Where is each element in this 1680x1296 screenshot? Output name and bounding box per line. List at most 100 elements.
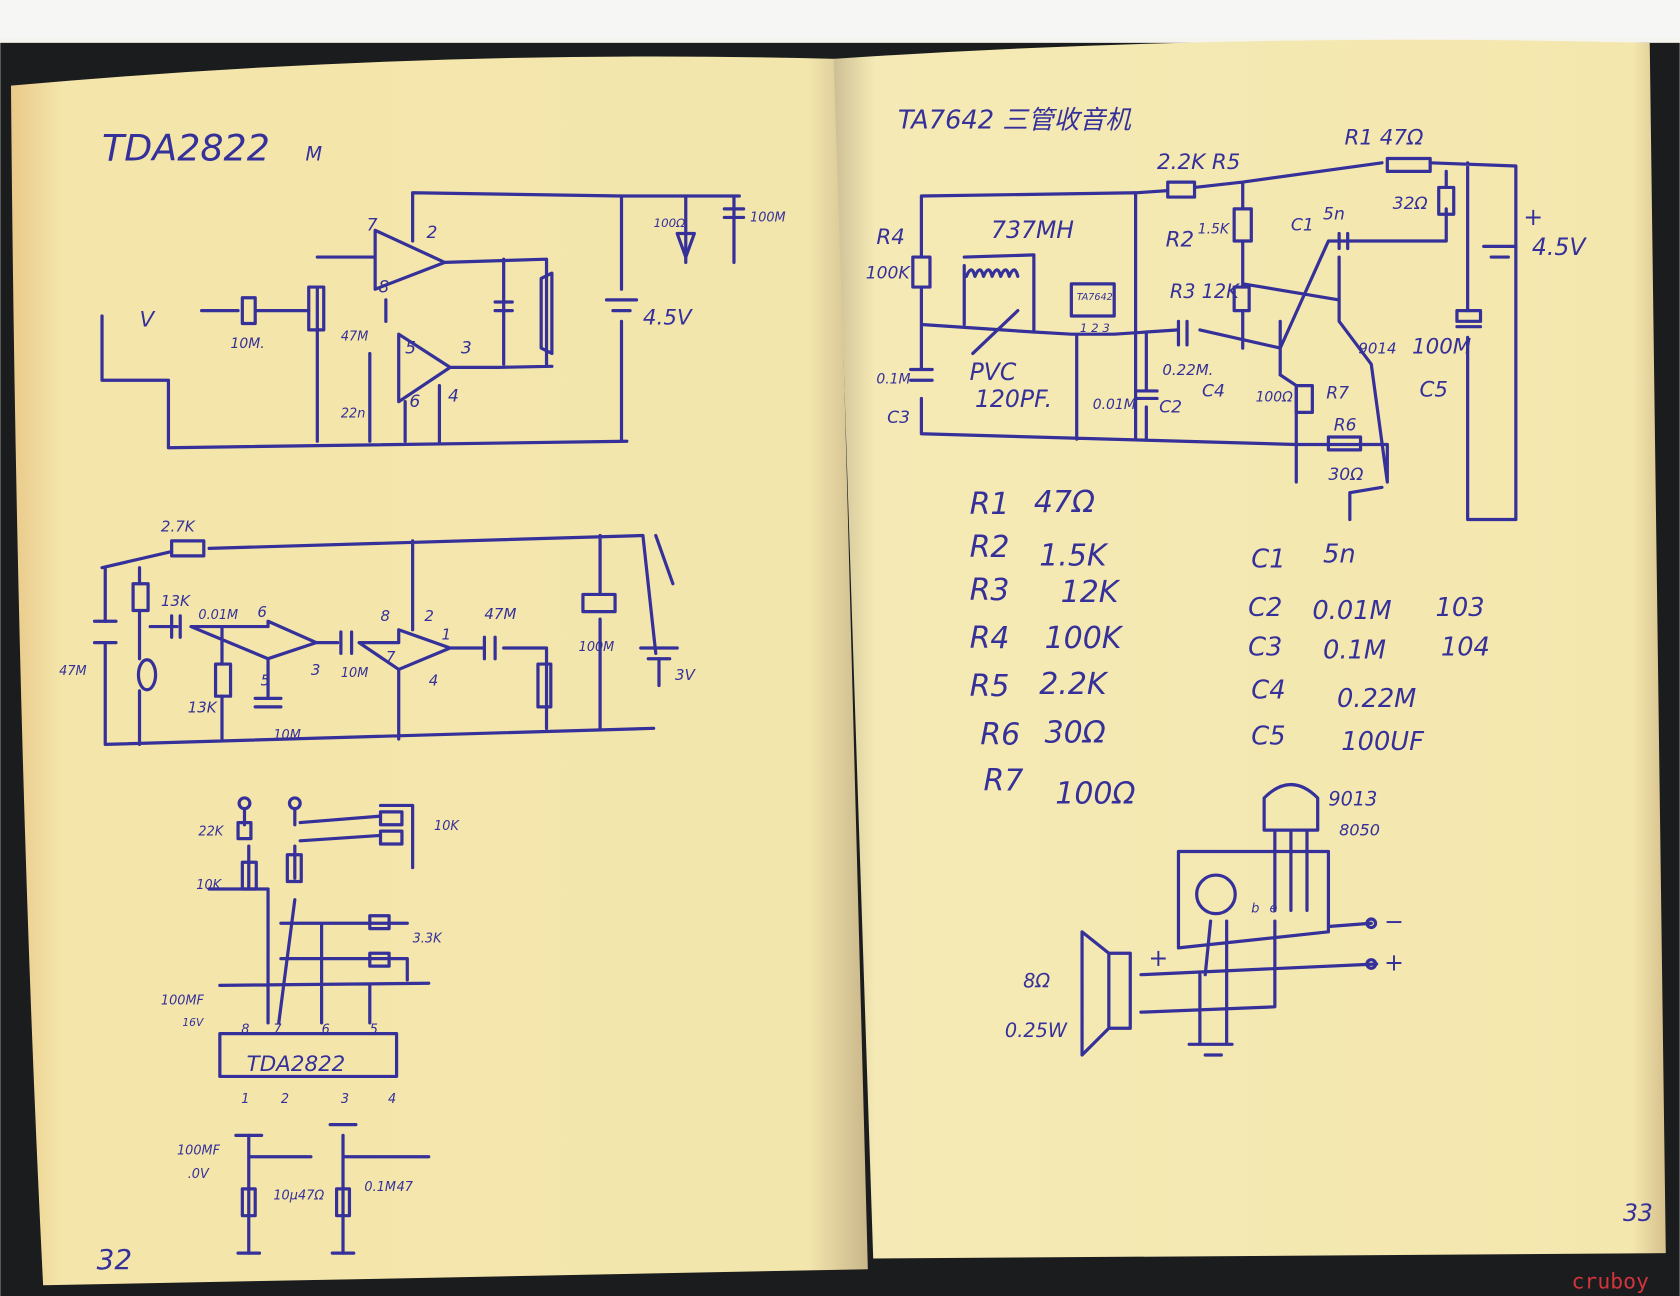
svg-text:1.5K: 1.5K	[1198, 221, 1231, 237]
svg-text:−: −	[1384, 908, 1404, 936]
svg-text:100M: 100M	[579, 640, 615, 655]
svg-text:R5: R5	[970, 669, 1010, 704]
svg-text:4: 4	[448, 387, 459, 407]
svg-text:47Ω: 47Ω	[298, 1189, 324, 1204]
svg-text:PVC: PVC	[970, 358, 1017, 386]
svg-text:10K: 10K	[434, 819, 460, 834]
svg-text:C4: C4	[1202, 381, 1225, 401]
svg-text:C1: C1	[1251, 545, 1285, 575]
svg-text:4.5V: 4.5V	[1532, 233, 1587, 261]
tda2822-chip-box	[218, 1031, 399, 1079]
svg-text:1: 1	[442, 625, 452, 643]
svg-text:8: 8	[241, 1023, 249, 1038]
svg-text:47Ω: 47Ω	[1034, 485, 1095, 520]
svg-text:TA7642: TA7642	[1077, 292, 1113, 303]
svg-text:3.3K: 3.3K	[413, 932, 443, 947]
svg-text:8: 8	[381, 607, 391, 625]
svg-text:V: V	[140, 308, 156, 333]
svg-text:0.01M: 0.01M	[1093, 397, 1136, 413]
svg-text:3: 3	[461, 338, 472, 358]
svg-text:C5: C5	[1419, 377, 1448, 402]
svg-text:120PF.: 120PF.	[975, 385, 1052, 413]
svg-text:0.01M: 0.01M	[198, 608, 238, 623]
svg-text:4: 4	[429, 671, 439, 689]
svg-text:104: 104	[1441, 632, 1490, 662]
svg-text:0.25W: 0.25W	[1005, 1019, 1068, 1042]
tda2822-circuit-3: 22K 10K 10K 3.3K 100MF 16V 8 7 6 5 1 2 3…	[161, 796, 460, 1255]
chip-label: TDA2822	[247, 1052, 346, 1077]
svg-text:47M: 47M	[484, 605, 516, 623]
svg-text:b: b	[1251, 902, 1259, 917]
svg-text:2: 2	[424, 607, 434, 625]
watermark: cruboy	[1572, 1270, 1649, 1295]
svg-text:2.7K: 2.7K	[161, 517, 196, 535]
svg-text:C5: C5	[1251, 721, 1285, 751]
svg-text:4: 4	[388, 1092, 396, 1107]
svg-text:103: 103	[1436, 593, 1485, 623]
transistor-amp-sketch: 9013 8050 8Ω 0.25W + − + b e	[1005, 783, 1404, 1057]
svg-text:13K: 13K	[161, 592, 191, 610]
svg-text:2: 2	[281, 1092, 289, 1107]
ta7642-chip	[1069, 282, 1116, 318]
svg-text:9014: 9014	[1358, 339, 1396, 357]
svg-text:R2: R2	[1166, 227, 1195, 252]
circuit-title: TDA2822	[102, 127, 270, 170]
svg-text:100Ω: 100Ω	[1055, 776, 1135, 811]
svg-text:30Ω: 30Ω	[1328, 465, 1363, 485]
svg-text:0.1M: 0.1M	[876, 371, 910, 387]
svg-text:5: 5	[370, 1023, 378, 1038]
svg-text:5: 5	[261, 671, 271, 689]
page-number-right: 33	[1623, 1199, 1653, 1227]
svg-text:16V: 16V	[182, 1016, 204, 1029]
svg-text:0.1M: 0.1M	[364, 1180, 396, 1195]
svg-text:7: 7	[367, 215, 378, 235]
svg-text:8: 8	[378, 277, 389, 297]
svg-text:100UF: 100UF	[1341, 727, 1425, 757]
svg-text:100K: 100K	[1045, 621, 1124, 656]
svg-text:100Ω: 100Ω	[654, 216, 685, 230]
schematic-title: TA7642 三管收音机	[898, 106, 1132, 136]
svg-text:R7: R7	[984, 763, 1024, 798]
svg-text:C4: C4	[1251, 675, 1285, 705]
svg-text:7: 7	[386, 648, 396, 666]
svg-text:0.1M: 0.1M	[1323, 636, 1386, 666]
svg-text:22K: 22K	[198, 824, 224, 839]
tda2822-circuit-1: TDA2822 M 7 2 8 5 3 6 4 10M. 47M 22n 100…	[100, 127, 786, 450]
svg-text:C3: C3	[887, 408, 910, 428]
svg-text:22n: 22n	[341, 407, 365, 422]
svg-text:5n: 5n	[1323, 539, 1356, 569]
svg-text:R3 12K: R3 12K	[1170, 280, 1240, 303]
svg-text:0.22M.: 0.22M.	[1162, 361, 1213, 379]
svg-text:C2: C2	[1248, 593, 1282, 623]
svg-text:R4: R4	[876, 225, 905, 250]
svg-text:3: 3	[311, 661, 321, 679]
svg-text:R1 47Ω: R1 47Ω	[1344, 126, 1424, 151]
svg-text:47: 47	[397, 1180, 414, 1195]
svg-text:+: +	[1148, 944, 1168, 972]
svg-text:6: 6	[322, 1023, 330, 1038]
svg-text:.0V: .0V	[188, 1167, 210, 1182]
left-page	[10, 56, 868, 1286]
svg-text:1 2 3: 1 2 3	[1080, 321, 1110, 335]
svg-text:C2: C2	[1159, 397, 1182, 417]
svg-text:3: 3	[341, 1092, 349, 1107]
svg-text:R3: R3	[970, 573, 1010, 608]
svg-text:0.01M: 0.01M	[1312, 596, 1391, 626]
svg-text:737MH: 737MH	[991, 216, 1074, 244]
svg-text:13K: 13K	[188, 698, 218, 716]
svg-text:10M: 10M	[341, 666, 368, 681]
svg-text:0.22M: 0.22M	[1337, 684, 1416, 714]
svg-text:32Ω: 32Ω	[1393, 194, 1428, 214]
svg-text:10K: 10K	[196, 878, 222, 893]
ta7642-radio-schematic: TA7642 三管收音机 R1 47Ω 2.2K R5 R4 100K 737M…	[866, 106, 1587, 522]
svg-text:5n: 5n	[1323, 205, 1345, 225]
svg-text:8Ω: 8Ω	[1023, 970, 1050, 993]
svg-text:6: 6	[257, 603, 267, 621]
svg-text:12K: 12K	[1061, 575, 1121, 610]
svg-text:R4: R4	[970, 621, 1010, 656]
svg-text:9013: 9013	[1328, 787, 1377, 810]
svg-text:C1: C1	[1291, 215, 1314, 235]
